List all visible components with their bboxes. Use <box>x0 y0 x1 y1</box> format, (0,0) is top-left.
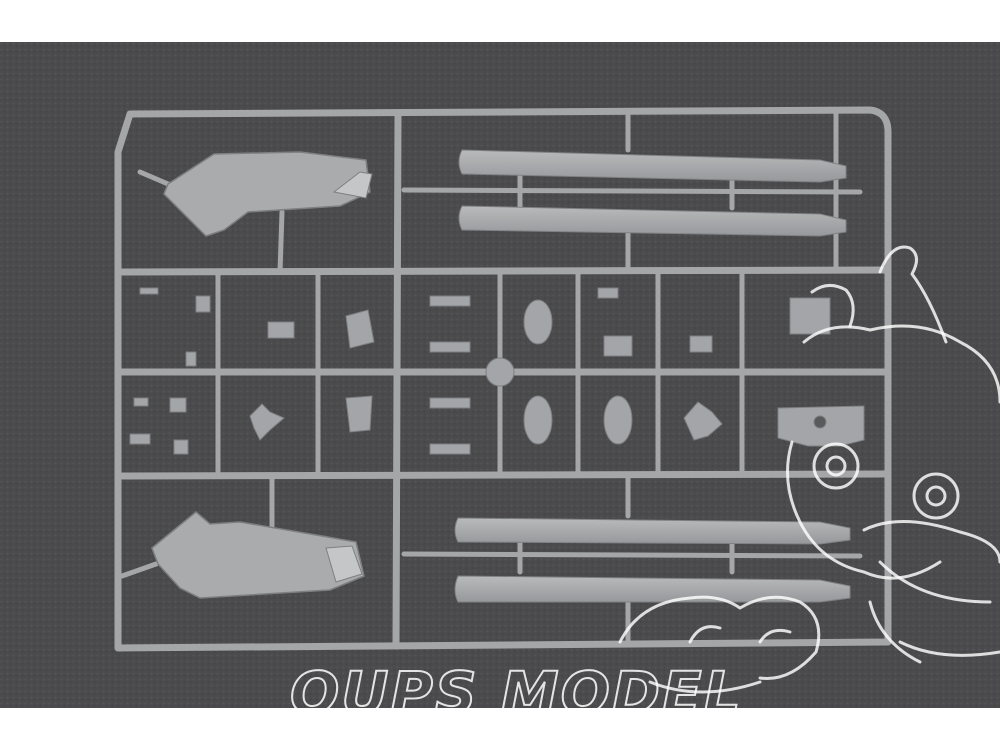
watermark-logo-text: OUPS MODEL <box>289 659 743 727</box>
sprue-photo <box>0 42 1000 708</box>
mascot-watermark-icon <box>618 245 1000 694</box>
rotor-blade-icon <box>454 149 851 603</box>
sprue-frame-icon <box>0 42 1000 708</box>
fuselage-part-icon <box>151 151 373 599</box>
